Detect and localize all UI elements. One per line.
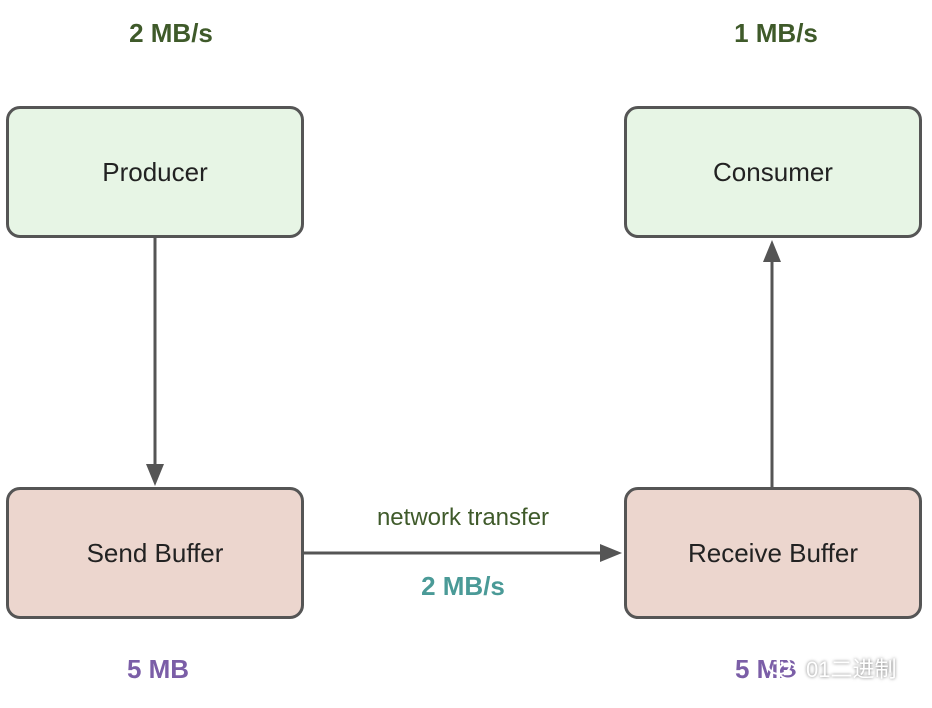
consumer-label: Consumer xyxy=(713,156,833,187)
consumer-box: Consumer xyxy=(624,106,922,238)
producer-label: Producer xyxy=(102,156,208,187)
watermark: 01二进制 xyxy=(766,652,896,684)
receive-buffer-box: Receive Buffer xyxy=(624,487,922,619)
receive-buffer-label: Receive Buffer xyxy=(687,537,859,568)
send-buffer-box: Send Buffer xyxy=(6,487,304,619)
wechat-icon xyxy=(767,655,798,680)
arrow-send-to-receive-buffer xyxy=(304,544,622,562)
send-buffer-label: Send Buffer xyxy=(86,537,224,568)
network-rate: 2 MB/s xyxy=(421,571,505,601)
watermark-text: 01二进制 xyxy=(806,657,897,682)
arrow-receive-buffer-to-consumer xyxy=(763,240,781,487)
producer-box: Producer xyxy=(6,106,304,238)
network-transfer-label: network transfer xyxy=(376,504,550,531)
arrow-producer-to-send-buffer xyxy=(146,238,164,486)
consumer-rate: 1 MB/s xyxy=(734,18,818,48)
producer-rate: 2 MB/s xyxy=(129,18,213,48)
send-buffer-size: 5 MB xyxy=(126,654,190,684)
